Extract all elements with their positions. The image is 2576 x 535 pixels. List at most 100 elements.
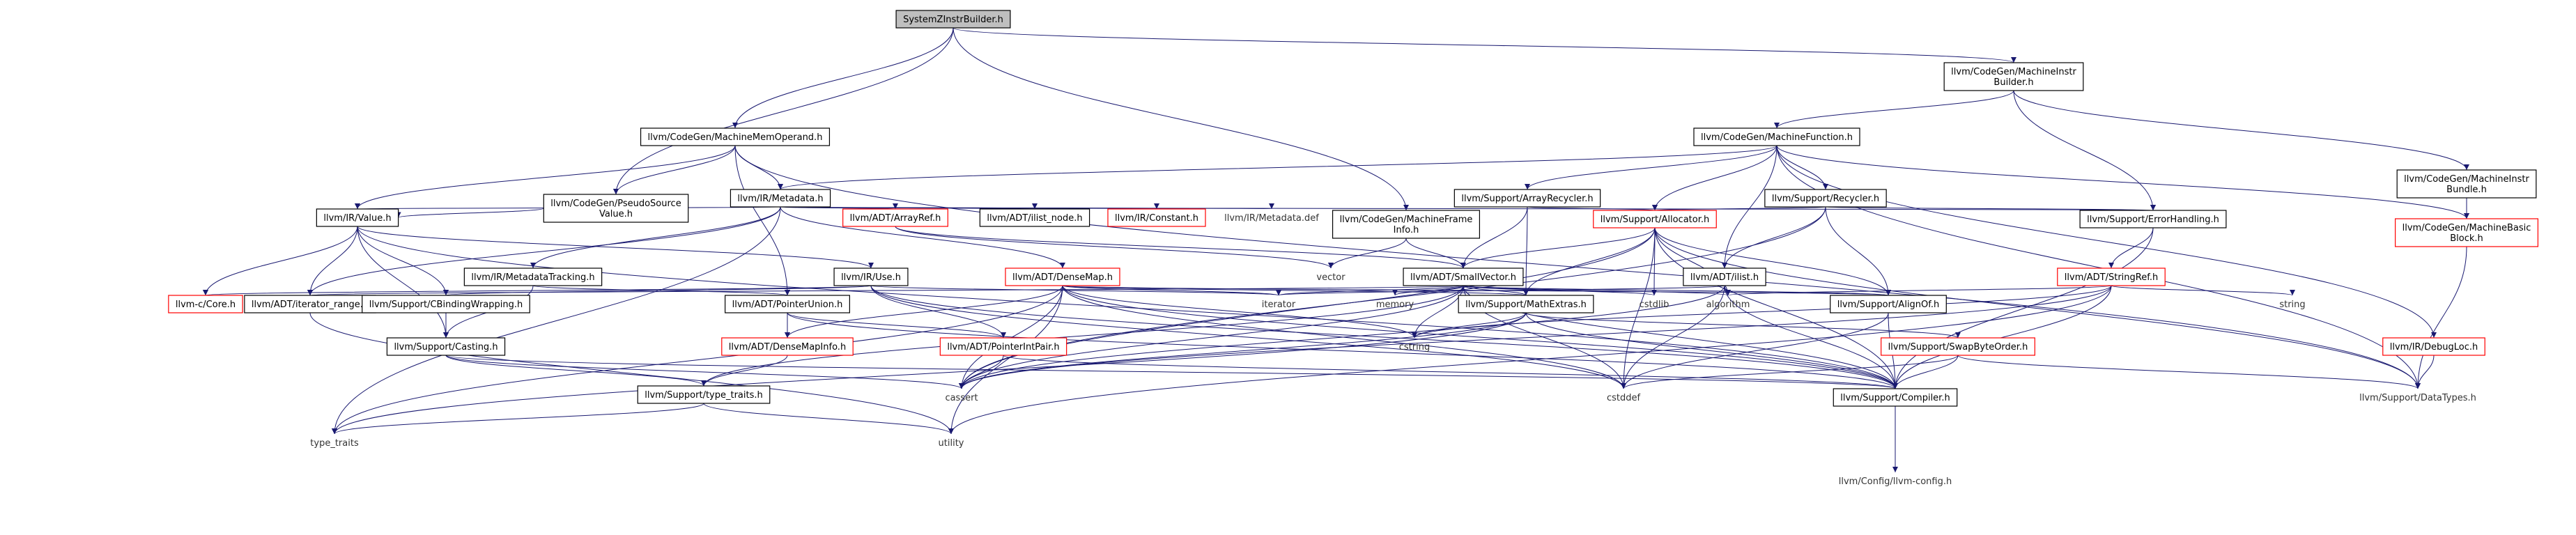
graph-node-label: llvm/ADT/SmallVector.h	[1410, 272, 1516, 283]
graph-node-mdtrack[interactable]: llvm/IR/MetadataTracking.h	[463, 268, 603, 286]
graph-node-ilist[interactable]: llvm/ADT/ilist.h	[1683, 268, 1766, 286]
graph-node-cbind[interactable]: llvm/Support/CBindingWrapping.h	[362, 295, 530, 313]
graph-node-ptrunion[interactable]: llvm/ADT/PointerUnion.h	[725, 295, 850, 313]
graph-node-smallvec[interactable]: llvm/ADT/SmallVector.h	[1403, 268, 1524, 286]
graph-node-casting[interactable]: llvm/Support/Casting.h	[386, 337, 506, 356]
graph-node-constant[interactable]: llvm/IR/Constant.h	[1107, 208, 1206, 227]
graph-node-alignof[interactable]: llvm/Support/AlignOf.h	[1830, 295, 1947, 313]
graph-node-label: llvm/Support/MathExtras.h	[1465, 300, 1587, 310]
graph-edge-stringref-to-algorithm	[1725, 285, 2112, 296]
graph-edge-typetraits_s-to-utility	[703, 403, 954, 435]
graph-node-label: llvm/Support/CBindingWrapping.h	[369, 300, 523, 310]
graph-edge-stringref-to-string	[2111, 285, 2295, 296]
graph-node-iterrange[interactable]: llvm/ADT/iterator_range.h	[244, 295, 376, 313]
graph-node-box	[1453, 189, 1601, 208]
graph-node-label: cstddef	[1607, 393, 1641, 403]
graph-edge-casting-to-compiler	[445, 355, 1898, 389]
graph-edge-mathext-to-swapbyte	[1525, 312, 1961, 339]
graph-edge-use-to-ptrintpair	[870, 285, 1006, 339]
graph-node-use[interactable]: llvm/IR/Use.h	[833, 268, 909, 286]
graph-node-value[interactable]: llvm/IR/Value.h	[316, 208, 399, 227]
graph-edge-smallvec-to-iterator	[1276, 285, 1464, 296]
graph-node-box	[1764, 189, 1887, 208]
graph-node-box	[721, 337, 854, 356]
graph-edge-swapbyte-to-compiler	[1892, 355, 1959, 389]
graph-edge-debugloc-to-datatypes	[2415, 355, 2435, 389]
graph-edge-mf-to-debugloc	[1776, 145, 2437, 339]
graph-node-box	[979, 208, 1090, 227]
graph-edge-mfi-to-smallvec	[1405, 238, 1466, 269]
graph-node-llvmc[interactable]: llvm-c/Core.h	[168, 295, 243, 313]
graph-node-label: SystemZInstrBuilder.h	[903, 15, 1003, 25]
graph-node-ptrintpair[interactable]: llvm/ADT/PointerIntPair.h	[939, 337, 1067, 356]
graph-edge-stringref-to-cstring	[1412, 285, 2112, 339]
graph-node-box	[1332, 210, 1481, 239]
graph-edge-ilist-to-cassert	[959, 285, 1725, 389]
graph-node-metadata[interactable]: llvm/IR/Metadata.h	[730, 189, 831, 208]
graph-node-ilistnode[interactable]: llvm/ADT/ilist_node.h	[979, 208, 1090, 227]
graph-node-allocator[interactable]: llvm/Support/Allocator.h	[1593, 210, 1717, 228]
graph-node-label: llvm/ADT/ilist.h	[1690, 272, 1759, 283]
graph-edge-ptrintpair-to-cassert	[959, 355, 1004, 389]
graph-node-errh[interactable]: llvm/Support/ErrorHandling.h	[2079, 210, 2227, 228]
graph-edge-mmo-to-ptrunion	[734, 145, 790, 296]
graph-node-box	[1683, 268, 1766, 286]
graph-node-box	[2079, 210, 2227, 228]
graph-edge-densemap-to-mathext	[1062, 285, 1529, 296]
graph-edge-mathext-to-cstring	[1412, 312, 1527, 339]
graph-node-label: llvm/IR/DebugLoc.h	[2390, 342, 2478, 352]
graph-node-stringref[interactable]: llvm/ADT/StringRef.h	[2057, 268, 2166, 286]
graph-node-arrayref[interactable]: llvm/ADT/ArrayRef.h	[842, 208, 948, 227]
graph-edge-mf-to-metadata	[778, 145, 1777, 190]
graph-node-box	[1693, 127, 1860, 146]
graph-node-box	[640, 127, 831, 146]
graph-node-arecycler[interactable]: llvm/Support/ArrayRecycler.h	[1453, 189, 1601, 208]
graph-node-label: llvm/CodeGen/MachineFunction.h	[1701, 132, 1853, 143]
graph-node-typetraits_s[interactable]: llvm/Support/type_traits.h	[637, 385, 771, 404]
graph-node-swapbyte[interactable]: llvm/Support/SwapByteOrder.h	[1881, 337, 2035, 356]
graph-node-label: vector	[1316, 272, 1345, 283]
graph-node-label: llvm/IR/Value.h	[323, 213, 391, 224]
graph-node-mmo[interactable]: llvm/CodeGen/MachineMemOperand.h	[640, 127, 831, 146]
graph-node-label: llvm/ADT/PointerIntPair.h	[947, 342, 1059, 352]
graph-node-box	[2382, 337, 2485, 356]
graph-node-mathext[interactable]: llvm/Support/MathExtras.h	[1458, 295, 1594, 313]
graph-edge-ptrintpair-to-compiler	[1003, 355, 1898, 389]
graph-node-label: llvm/ADT/ilist_node.h	[987, 213, 1082, 224]
graph-node-box	[543, 194, 689, 223]
graph-edge-stringref-to-compiler	[1892, 285, 2112, 389]
graph-node-label: algorithm	[1706, 300, 1750, 310]
graph-edge-densemap-to-dmapinfo	[785, 285, 1063, 339]
graph-node-box	[1458, 295, 1594, 313]
graph-node-label: llvm/Support/Casting.h	[394, 342, 498, 352]
graph-node-compiler[interactable]: llvm/Support/Compiler.h	[1833, 388, 1958, 407]
graph-edge-value-to-iterrange	[307, 226, 358, 296]
graph-node-label: llvm/Support/type_traits.h	[645, 390, 763, 401]
graph-node-vector: vector	[1316, 272, 1345, 283]
graph-edge-metadata-to-type_traits	[332, 206, 781, 435]
graph-node-label: string	[2279, 300, 2305, 310]
graph-node-label: llvm/ADT/DenseMapInfo.h	[729, 342, 846, 352]
graph-edge-errh-to-compiler	[1892, 227, 2154, 389]
graph-node-debugloc[interactable]: llvm/IR/DebugLoc.h	[2382, 337, 2485, 356]
graph-edge-ilist-to-compiler	[1724, 285, 1898, 389]
graph-edge-smallvec-to-iterrange	[309, 285, 1464, 296]
graph-node-mf[interactable]: llvm/CodeGen/MachineFunction.h	[1693, 127, 1860, 146]
graph-node-recycler[interactable]: llvm/Support/Recycler.h	[1764, 189, 1887, 208]
graph-node-box	[1833, 388, 1958, 407]
graph-node-dmapinfo[interactable]: llvm/ADT/DenseMapInfo.h	[721, 337, 854, 356]
graph-node-root[interactable]: SystemZInstrBuilder.h	[895, 10, 1011, 29]
graph-edge-ptrunion-to-ptrintpair	[787, 312, 1006, 339]
graph-node-label: llvm/IR/Metadata.def	[1224, 213, 1319, 224]
graph-edge-use-to-compiler	[870, 285, 1898, 389]
graph-edge-arecycler-to-smallvec	[1460, 206, 1528, 269]
graph-edge-mmo-to-metadata	[734, 145, 783, 190]
graph-edge-arecycler-to-mathext	[1523, 206, 1529, 296]
graph-node-densemap[interactable]: llvm/ADT/DenseMap.h	[1005, 268, 1120, 286]
graph-edge-casting-to-typetraits_s	[445, 355, 707, 387]
